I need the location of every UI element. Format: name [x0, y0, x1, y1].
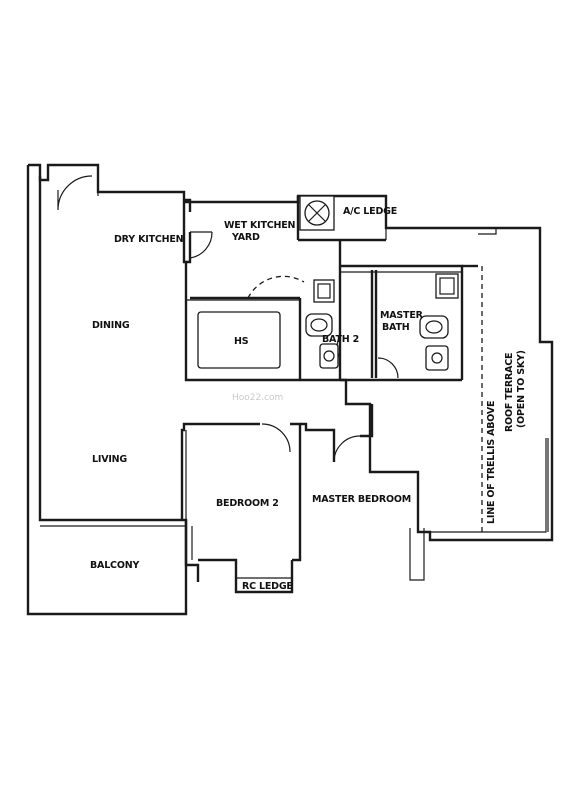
label-master-bedroom: MASTER BEDROOM [312, 494, 411, 505]
kitchen-door [189, 231, 213, 259]
label-dry-kitchen: DRY KITCHEN [114, 234, 184, 245]
label-rc-ledge: RC LEDGE [242, 581, 293, 592]
bath2-shower-icon [313, 279, 335, 303]
label-bath2: BATH 2 [322, 334, 359, 345]
bedroom2-door [261, 423, 291, 453]
label-master-bath-1: MASTER [380, 310, 424, 321]
watermark: Hoo22.com [232, 393, 283, 403]
hs-box [197, 311, 281, 369]
master-bath-toilet-icon [419, 315, 449, 339]
label-balcony: BALCONY [90, 560, 139, 571]
label-ac-ledge: A/C LEDGE [343, 206, 397, 217]
label-trellis: LINE OF TRELLIS ABOVE [486, 401, 497, 524]
label-roof-terrace: ROOF TERRACE [504, 353, 515, 432]
bath2-toilet-icon [305, 313, 333, 337]
label-wet-kitchen: WET KITCHEN [224, 220, 296, 231]
master-bedroom-window-door [409, 528, 425, 581]
doors [57, 175, 425, 581]
inner-partitions [97, 186, 497, 382]
label-living: LIVING [92, 454, 127, 465]
room-labels: DRY KITCHEN WET KITCHEN YARD A/C LEDGE D… [90, 206, 527, 592]
master-bedroom-door [333, 435, 361, 463]
fixtures [185, 195, 549, 532]
label-master-bath-2: BATH [382, 322, 410, 333]
outer-walls [26, 163, 554, 616]
bath2-sink-icon [319, 343, 339, 369]
master-bath-shower-icon [435, 273, 459, 299]
label-hs: HS [234, 336, 249, 347]
master-bath-door [377, 357, 399, 379]
main-entrance-door [57, 175, 93, 211]
roof-terrace-boundary [430, 341, 547, 533]
label-bedroom2: BEDROOM 2 [216, 498, 279, 509]
label-open-to-sky: (OPEN TO SKY) [516, 350, 527, 428]
label-dining: DINING [92, 320, 130, 331]
label-yard: YARD [231, 232, 260, 243]
yard-door [247, 275, 305, 299]
master-bath-sink-icon [425, 345, 449, 371]
